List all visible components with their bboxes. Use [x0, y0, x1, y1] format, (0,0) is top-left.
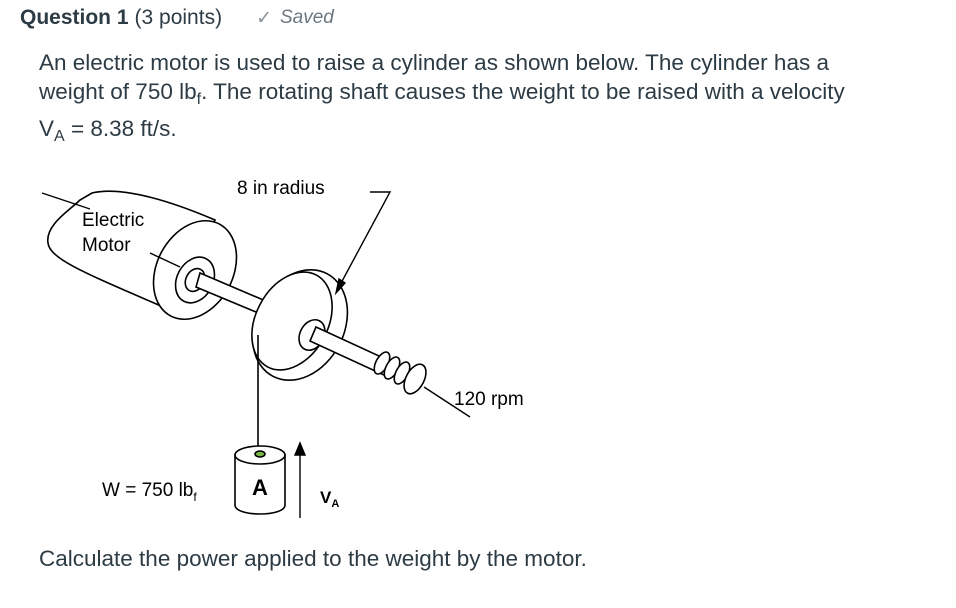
saved-label: Saved	[280, 7, 334, 28]
cylinder-label: A	[252, 475, 268, 500]
prompt-line-2: weight of 750 lbf. The rotating shaft ca…	[39, 79, 845, 108]
question-title: Question 1	[20, 6, 129, 29]
weight-label: W = 750 lbf	[102, 480, 197, 504]
radius-leader-line	[339, 191, 392, 286]
motor-label-electric: Electric	[82, 210, 144, 231]
rpm-leader-line	[423, 386, 471, 418]
cylinder-a	[234, 454, 286, 515]
motor-leader-line	[41, 192, 91, 210]
motor-label-motor: Motor	[82, 235, 131, 256]
prompt-line-1: An electric motor is used to raise a cyl…	[39, 50, 829, 75]
question-footer: Calculate the power applied to the weigh…	[39, 546, 587, 571]
saved-status: ✓ Saved	[256, 7, 334, 30]
rpm-label: 120 rpm	[454, 389, 524, 410]
radius-label: 8 in radius	[237, 178, 325, 199]
question-prompt: An electric motor is used to raise a cyl…	[39, 48, 929, 151]
motor-diagram: Electric Motor 8 in radius 120 rpm W = 7…	[30, 165, 550, 525]
check-icon: ✓	[256, 7, 272, 29]
question-header: Question 1 (3 points) ✓ Saved	[20, 4, 334, 32]
velocity-label: VA	[320, 488, 339, 510]
question-points: (3 points)	[134, 6, 223, 29]
motor-diagram-svg: Electric Motor 8 in radius 120 rpm W = 7…	[41, 178, 524, 518]
prompt-line-3: VA = 8.38 ft/s.	[39, 116, 177, 145]
